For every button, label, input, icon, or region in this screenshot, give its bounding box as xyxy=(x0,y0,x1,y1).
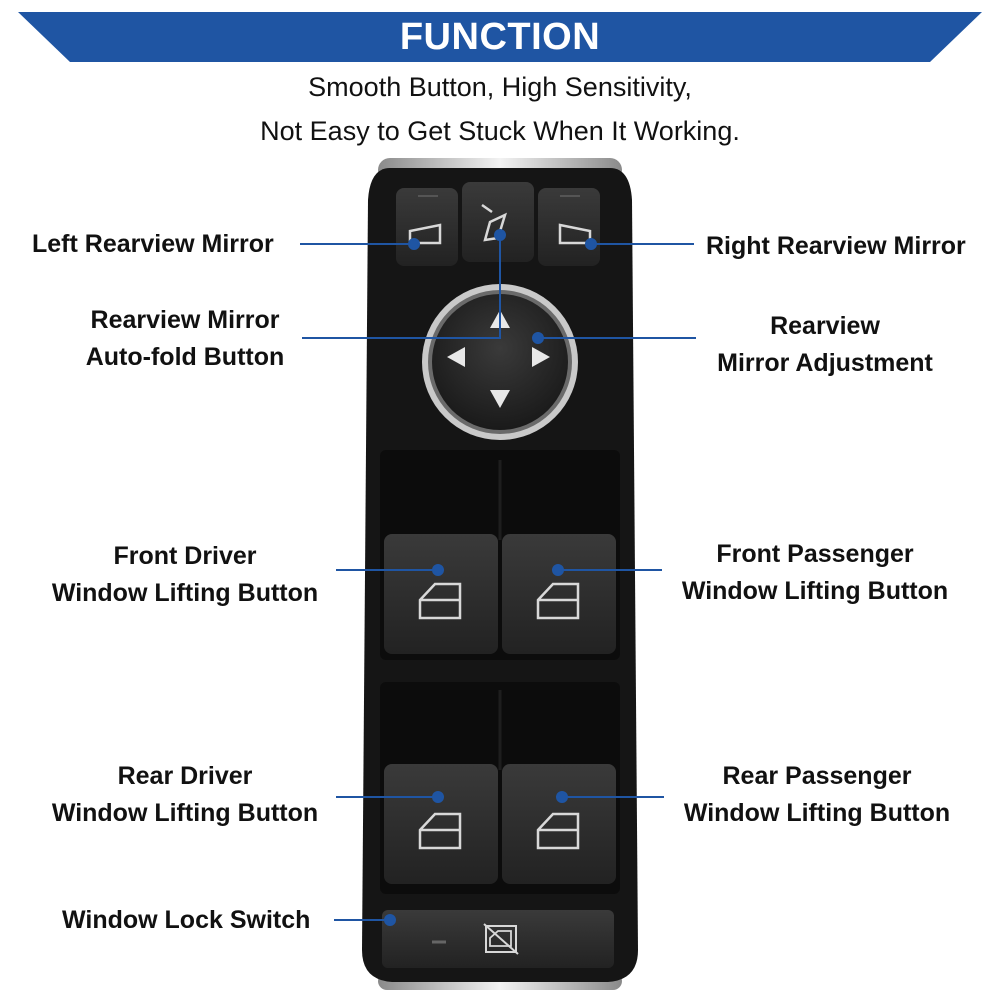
front-driver-window-button[interactable] xyxy=(384,534,498,654)
label-rear-passenger: Rear Passenger Window Lifting Button xyxy=(683,762,951,827)
window-icon xyxy=(418,812,462,850)
window-icon xyxy=(536,582,580,620)
right-mirror-button[interactable] xyxy=(538,188,600,266)
label-front-driver: Front Driver Window Lifting Button xyxy=(51,542,319,607)
window-lock-icon xyxy=(483,923,519,955)
label-right-rearview-mirror: Right Rearview Mirror xyxy=(706,232,966,260)
label-rear-driver: Rear Driver Window Lifting Button xyxy=(51,762,319,827)
front-passenger-window-button[interactable] xyxy=(502,534,616,654)
rear-passenger-window-button[interactable] xyxy=(502,764,616,884)
window-icon xyxy=(418,582,462,620)
subtitle-line-2: Not Easy to Get Stuck When It Working. xyxy=(260,116,740,146)
banner-background xyxy=(18,12,982,62)
label-front-passenger: Front Passenger Window Lifting Button xyxy=(681,540,949,605)
left-mirror-button[interactable] xyxy=(396,188,458,266)
mirror-fold-icon xyxy=(483,212,508,242)
label-window-lock-switch: Window Lock Switch xyxy=(62,906,311,934)
arrow-left-icon xyxy=(447,347,465,367)
window-icon xyxy=(536,812,580,850)
window-lock-switch[interactable] xyxy=(382,910,614,968)
subtitle-line-1: Smooth Button, High Sensitivity, xyxy=(308,72,692,102)
label-left-rearview-mirror: Left Rearview Mirror xyxy=(32,230,274,258)
arrow-right-icon xyxy=(532,347,550,367)
mirror-adjustment-knob[interactable] xyxy=(422,284,578,440)
mirror-left-icon xyxy=(408,223,442,245)
label-mirror-adjustment: Rearview Mirror Adjustment xyxy=(717,312,933,377)
arrow-down-icon xyxy=(490,390,510,408)
leader-lines xyxy=(300,229,696,926)
banner-title: FUNCTION xyxy=(399,16,601,58)
autofold-button[interactable] xyxy=(462,182,534,262)
rear-driver-window-button[interactable] xyxy=(384,764,498,884)
label-autofold-button: Rearview Mirror Auto-fold Button xyxy=(85,306,285,371)
